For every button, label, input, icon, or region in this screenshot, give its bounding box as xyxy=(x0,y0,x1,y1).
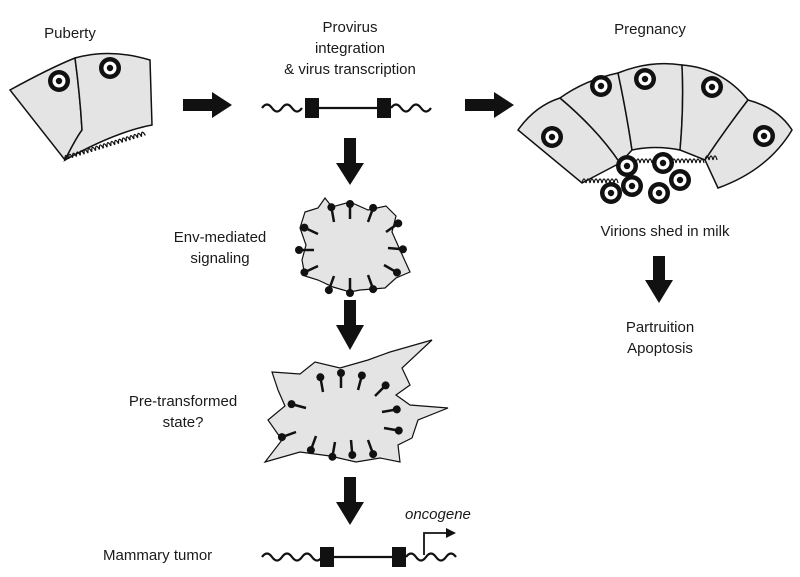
virion-2 xyxy=(652,152,674,174)
tumor-dna xyxy=(261,528,457,567)
virion-3 xyxy=(600,182,622,204)
label-pretransformed-1: Pre-transformed xyxy=(128,393,238,410)
label-pregnancy: Pregnancy xyxy=(614,21,686,38)
arrow-provirus-to-pregnancy xyxy=(465,92,514,118)
label-env-1: Env-mediated xyxy=(173,229,267,246)
virion-4 xyxy=(621,175,643,197)
label-puberty: Puberty xyxy=(44,25,96,42)
arrows xyxy=(183,92,673,525)
pregnancy-nucleus-3 xyxy=(634,68,656,90)
label-apoptosis: Apoptosis xyxy=(627,340,693,357)
label-oncogene: oncogene xyxy=(405,506,471,523)
label-tumor: Mammary tumor xyxy=(103,547,213,564)
arrow-down-1 xyxy=(336,138,364,185)
oncogene-arrow xyxy=(423,532,448,555)
puberty-microvilli xyxy=(64,131,146,161)
env-signaling-cell xyxy=(293,196,411,299)
puberty-cells xyxy=(8,52,153,162)
pregnancy-alveolus xyxy=(516,62,793,204)
arrow-down-3 xyxy=(336,477,364,525)
pregnancy-cell-5 xyxy=(704,99,793,189)
pregnancy-nucleus-4 xyxy=(701,76,723,98)
arrow-down-pregnancy xyxy=(645,256,673,303)
virion-1 xyxy=(616,155,638,177)
label-virions: Virions shed in milk xyxy=(600,223,730,240)
label-partruition: Partruition xyxy=(625,319,695,336)
pregnancy-nucleus-5 xyxy=(753,125,775,147)
label-provirus-3: & virus transcription xyxy=(284,61,416,78)
provirus-dna xyxy=(261,98,432,118)
puberty-nucleus-1 xyxy=(48,70,70,92)
label-pretransformed-2: state? xyxy=(162,414,204,431)
puberty-nucleus-2 xyxy=(99,57,121,79)
pregnancy-nucleus-2 xyxy=(590,75,612,97)
label-provirus-2: integration xyxy=(314,40,386,57)
puberty-cell-left xyxy=(8,56,83,162)
pregnancy-nucleus-1 xyxy=(541,126,563,148)
puberty-cell-right xyxy=(63,52,153,162)
arrow-puberty-to-provirus xyxy=(183,92,232,118)
virion-6 xyxy=(648,182,670,204)
label-env-2: signaling xyxy=(190,250,250,267)
arrow-down-2 xyxy=(336,300,364,350)
virion-5 xyxy=(669,169,691,191)
label-provirus-1: Provirus xyxy=(322,19,378,36)
pretransformed-cell xyxy=(263,339,449,464)
